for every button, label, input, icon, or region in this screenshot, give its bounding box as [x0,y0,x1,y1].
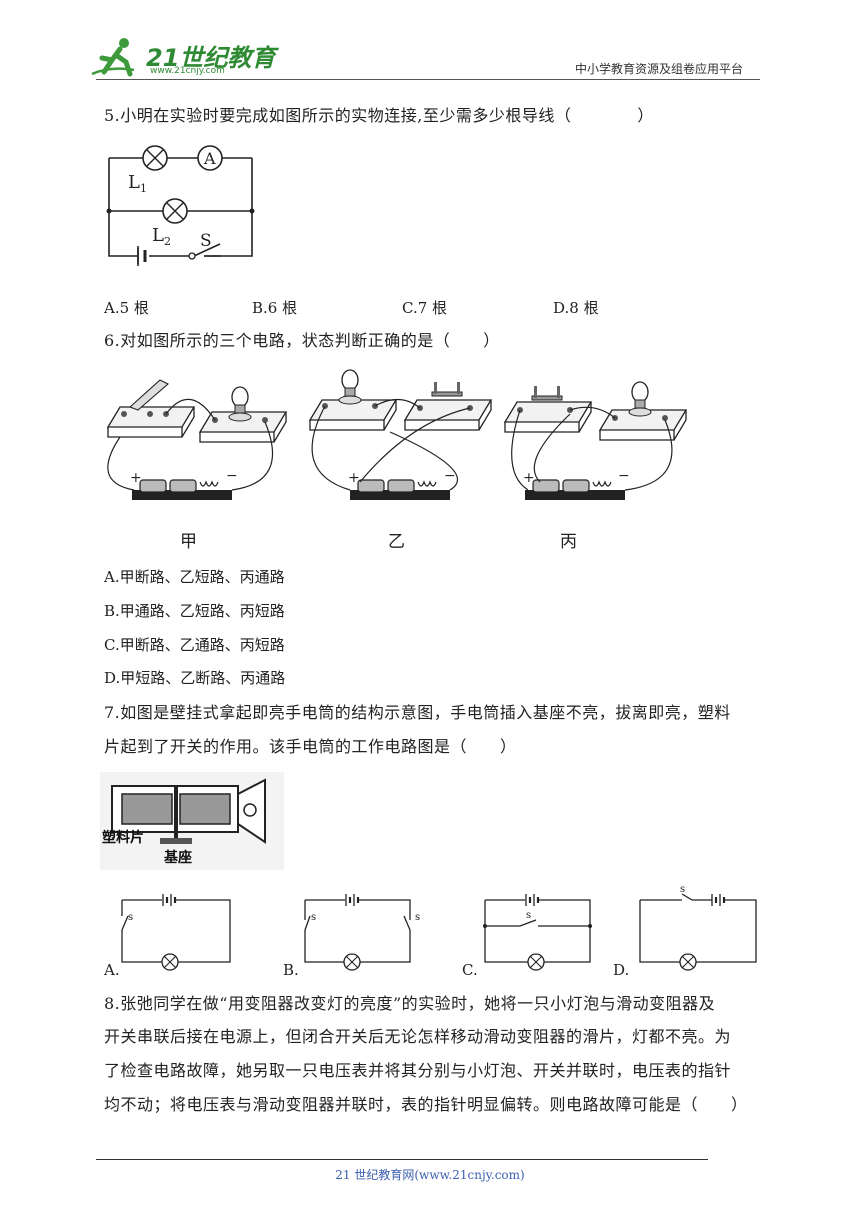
svg-text:+: + [348,470,360,486]
q8-text-line2: 开关串联后接在电源上，但闭合开关后无论怎样移动滑动变阻器的滑片，灯都不亮。为 [104,1027,732,1046]
q7-flashlight-figure: 塑料片 基座 [100,772,284,870]
q6-circuit-illustrations: + − + − + − 甲 乙 丙 [107,369,687,552]
q7-option-d[interactable]: D. [613,961,630,979]
circuit-yi: + − [309,369,492,501]
q8-text-line4: 均不动；将电压表与滑动变阻器并联时，表的指针明显偏转。则电路故障可能是（ ） [104,1095,748,1114]
q6-option-d[interactable]: D.甲短路、乙断路、丙通路 [104,669,286,687]
svg-text:塑料片: 塑料片 [102,829,144,846]
q7-option-c[interactable]: C. [462,961,478,979]
q6-text: 6.对如图所示的三个电路，状态判断正确的是（ ） [104,331,500,350]
svg-text:1: 1 [140,182,147,195]
header-rule [96,79,760,80]
q7-option-a[interactable]: A. [104,961,120,979]
circuit-bing: + − [504,381,687,501]
footer-link[interactable]: 21 世纪教育网(www.21cnjy.com) [335,1168,525,1182]
circuit-jia: + − [107,379,287,501]
logo-text: 21世纪教育 [146,44,276,72]
svg-text:丙: 丙 [560,532,577,552]
svg-text:L: L [152,225,164,246]
svg-text:乙: 乙 [388,532,405,552]
svg-text:+: + [130,470,142,486]
q7-text-line2: 片起到了开关的作用。该手电筒的工作电路图是（ ） [104,737,517,756]
svg-text:s: s [526,910,531,921]
q5-option-c[interactable]: C.7 根 [402,299,448,317]
footer-rule [96,1159,708,1160]
svg-text:s: s [128,912,133,923]
logo-runner-icon [91,38,135,77]
svg-text:s: s [311,912,316,923]
svg-text:−: − [444,468,456,484]
q6-option-c[interactable]: C.甲断路、乙通路、丙短路 [104,636,285,654]
q5-text: 5.小明在实验时要完成如图所示的实物连接,至少需多少根导线（ ） [104,106,654,125]
svg-text:s: s [415,912,420,923]
q6-option-b[interactable]: B.甲通路、乙短路、丙短路 [104,602,285,620]
logo-url: www.21cnjy.com [150,66,225,76]
q8-text-line1: 8.张弛同学在做“用变阻器改变灯的亮度”的实验时，她将一只小灯泡与滑动变阻器及 [104,994,716,1013]
q8-text-line3: 了检查电路故障，她另取一只电压表并将其分别与小灯泡、开关并联时，电压表的指针 [104,1061,732,1080]
header-platform-text: 中小学教育资源及组卷应用平台 [575,62,744,76]
svg-text:s: s [680,884,685,895]
q5-circuit-diagram: A L 1 L 2 S [106,145,255,266]
q7-text-line1: 7.如图是壁挂式拿起即亮手电筒的结构示意图，手电筒插入基座不亮，拔离即亮，塑料 [104,703,731,722]
q6-option-a[interactable]: A.甲断路、乙短路、丙通路 [104,568,285,586]
q7-option-b[interactable]: B. [283,961,299,979]
svg-text:基座: 基座 [164,849,192,866]
q5-option-d[interactable]: D.8 根 [553,299,599,317]
svg-text:甲: 甲 [180,532,197,552]
svg-text:A: A [203,149,216,168]
q5-option-a[interactable]: A.5 根 [104,299,149,317]
svg-text:2: 2 [164,235,171,248]
ammeter-icon [197,145,223,171]
svg-text:L: L [128,172,140,193]
q7-option-circuits: s s s s s [121,884,757,971]
svg-text:S: S [200,231,212,251]
svg-text:+: + [523,470,535,486]
q5-option-b[interactable]: B.6 根 [252,299,298,317]
svg-text:−: − [618,468,630,484]
svg-text:−: − [226,468,238,484]
header: 21世纪教育 www.21cnjy.com 中小学教育资源及组卷应用平台 [0,0,860,90]
